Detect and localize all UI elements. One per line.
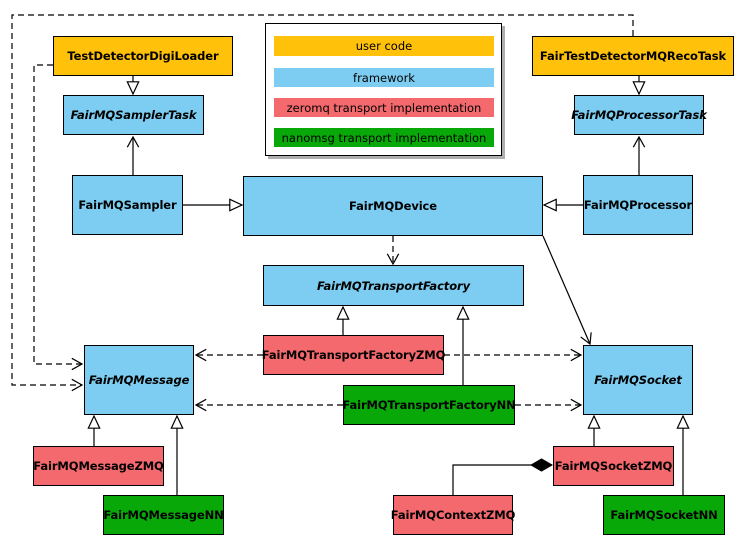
edge-association-device-socket [542,235,592,346]
legend-item-framework: framework [274,68,494,87]
node-fairmq-sampler-task: FairMQSamplerTask [63,95,204,135]
legend-item-nanomsg: nanomsg transport implementation [274,128,494,147]
node-fairmq-socket: FairMQSocket [583,345,693,415]
node-fairmq-device: FairMQDevice [243,176,543,236]
node-test-detector-digi-loader: TestDetectorDigiLoader [53,36,233,76]
legend-item-zeromq: zeromq transport implementation [274,98,494,117]
edge-dependency-recotask-message [11,14,634,392]
node-fair-test-detector-mq-reco-task: FairTestDetectorMQRecoTask [532,36,734,76]
node-fairmq-socket-nn: FairMQSocketNN [603,495,725,535]
node-fairmq-socket-zmq: FairMQSocketZMQ [553,446,674,486]
node-fairmq-transport-factory: FairMQTransportFactory [263,265,524,306]
edge-dependency-digiloader-message [33,64,84,371]
node-fairmq-message-nn: FairMQMessageNN [103,495,224,535]
node-fairmq-processor: FairMQProcessor [583,175,693,235]
node-fairmq-transport-factory-zmq: FairMQTransportFactoryZMQ [262,335,445,375]
node-fairmq-message: FairMQMessage [84,345,194,415]
edge-composition-contextzmq-socketzmq [452,458,554,495]
node-fairmq-processor-task: FairMQProcessorTask [571,95,707,135]
legend: user code framework zeromq transport imp… [265,23,502,156]
node-fairmq-message-zmq: FairMQMessageZMQ [33,446,164,486]
node-fairmq-sampler: FairMQSampler [72,175,183,235]
node-fairmq-transport-factory-nn: FairMQTransportFactoryNN [342,385,516,425]
legend-item-user-code: user code [274,36,494,56]
node-fairmq-context-zmq: FairMQContextZMQ [391,495,515,535]
